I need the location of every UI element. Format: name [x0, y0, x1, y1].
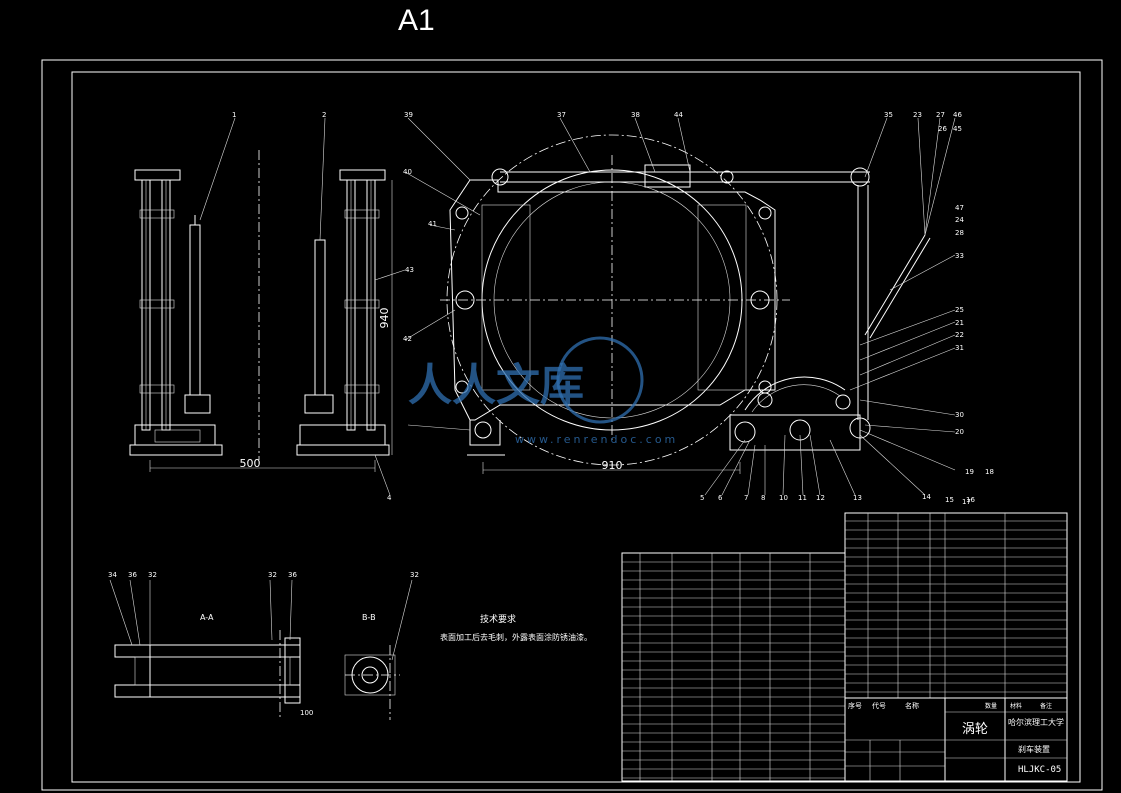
title-drawing-no: HLJKC-05: [1018, 765, 1061, 775]
notes-text: 表面加工后去毛刺，外露表面涂防锈油漆。: [440, 632, 592, 642]
watermark-ring: [556, 336, 644, 424]
callout-34: 34: [108, 571, 117, 579]
callout-20: 20: [955, 428, 964, 436]
inner-border: [71, 71, 1081, 783]
bom-header-remark: 备注: [1040, 702, 1052, 710]
callout-19: 19: [965, 468, 974, 476]
bom-header-name: 名称: [905, 701, 919, 710]
callout-37: 37: [557, 111, 566, 119]
bom-lower: [621, 552, 846, 782]
callout-42: 42: [403, 335, 412, 343]
callout-30: 30: [955, 411, 964, 419]
callout-8: 8: [761, 494, 765, 502]
callout-4: 4: [387, 494, 392, 502]
callout-47: 47: [955, 204, 964, 212]
callout-13: 13: [853, 494, 862, 502]
side-view-right: [296, 169, 390, 456]
callout-46: 46: [953, 111, 962, 119]
side-view-left: [129, 150, 260, 460]
bom-upper: [844, 512, 1068, 699]
callout-6: 6: [718, 494, 723, 502]
callout-36: 36: [128, 571, 137, 579]
watermark-brand: 人人文库: [408, 360, 584, 411]
callout-41: 41: [428, 220, 437, 228]
callout-23: 23: [913, 111, 922, 119]
dim-side-width: 500: [240, 457, 261, 470]
sheet-size-label: A1: [398, 4, 435, 37]
section-a-label: A-A: [200, 613, 214, 622]
section-a-dim: 100: [300, 709, 313, 717]
leader-lines: [199, 117, 956, 496]
callout-22: 22: [955, 331, 964, 339]
callout-24: 24: [955, 216, 964, 224]
callout-31: 31: [955, 344, 964, 352]
callout-35: 35: [884, 111, 893, 119]
callout-43: 43: [405, 266, 414, 274]
callout-17: 17: [962, 498, 971, 506]
section-a-a: [109, 579, 301, 720]
title-block: [844, 697, 1068, 782]
callout-18: 18: [985, 468, 994, 476]
title-subtitle: 刹车装置: [1018, 744, 1050, 754]
callout-7: 7: [744, 494, 748, 502]
callout-26: 26: [938, 125, 947, 133]
callout-36: 36: [288, 571, 297, 579]
bom-header-qty: 数量: [985, 702, 997, 710]
callout-21: 21: [955, 319, 964, 327]
callout-1: 1: [232, 111, 236, 119]
bom-header-code: 代号: [872, 701, 886, 710]
dim-front-width: 910: [602, 459, 623, 472]
callout-16: 16: [966, 496, 975, 504]
callout-32: 32: [268, 571, 277, 579]
watermark-url: www.renrendoc.com: [515, 433, 678, 446]
front-view: [440, 134, 931, 466]
callout-2: 2: [322, 111, 326, 119]
callout-45: 45: [953, 125, 962, 133]
bom-header-material: 材料: [1010, 702, 1022, 710]
bom-header-no: 序号: [848, 701, 862, 710]
callout-10: 10: [779, 494, 788, 502]
callout-33: 33: [955, 252, 964, 260]
callout-40: 40: [403, 168, 412, 176]
bom-rows: [622, 520, 1067, 779]
callout-14: 14: [922, 493, 931, 501]
title-name: 涡轮: [962, 722, 988, 737]
callout-44: 44: [674, 111, 683, 119]
callout-11: 11: [798, 494, 807, 502]
section-b-label: B-B: [362, 613, 376, 622]
outer-border: [41, 59, 1103, 791]
callout-15: 15: [945, 496, 954, 504]
section-b-b: [344, 579, 413, 720]
title-school: 哈尔滨理工大学: [1008, 717, 1064, 727]
callout-39: 39: [404, 111, 413, 119]
notes-title: 技术要求: [480, 613, 516, 625]
dim-side-height: 940: [378, 308, 391, 329]
callout-32: 32: [410, 571, 419, 579]
callout-38: 38: [631, 111, 640, 119]
callout-12: 12: [816, 494, 825, 502]
callout-25: 25: [955, 306, 964, 314]
callout-32: 32: [148, 571, 157, 579]
callout-5: 5: [700, 494, 704, 502]
callout-27: 27: [936, 111, 945, 119]
callout-28: 28: [955, 229, 964, 237]
